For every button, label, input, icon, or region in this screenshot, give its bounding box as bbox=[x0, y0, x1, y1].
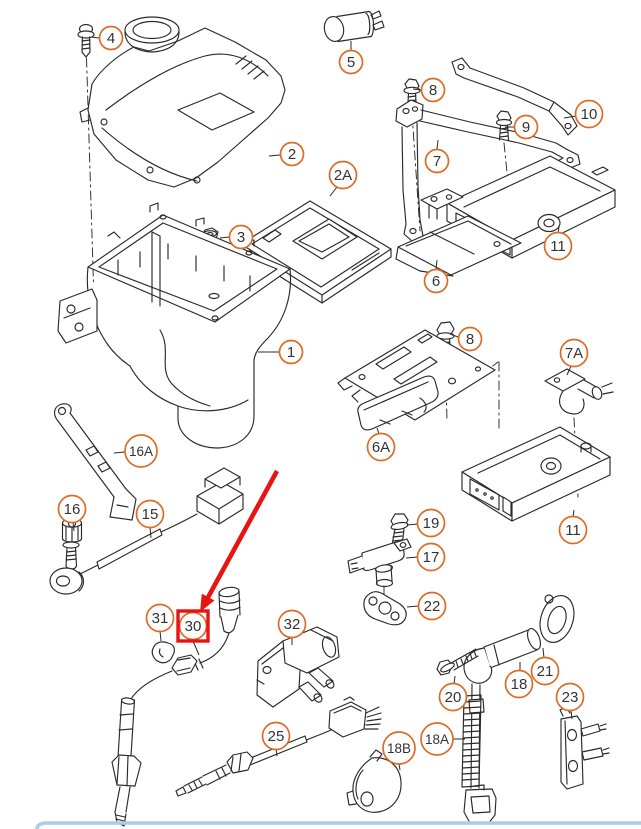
svg-text:15: 15 bbox=[142, 506, 159, 523]
svg-text:10: 10 bbox=[581, 106, 598, 123]
svg-text:7A: 7A bbox=[565, 345, 583, 362]
svg-text:2A: 2A bbox=[334, 167, 352, 184]
callout-7[interactable]: 7 bbox=[424, 139, 450, 174]
lambda-sensor-25-drawing bbox=[175, 696, 382, 797]
callout-10[interactable]: 10 bbox=[563, 99, 604, 129]
svg-text:25: 25 bbox=[268, 728, 285, 745]
callout-2[interactable]: 2 bbox=[268, 141, 305, 167]
screw-4-drawing bbox=[77, 23, 95, 58]
callout-23[interactable]: 23 bbox=[555, 682, 585, 720]
bolt-9-drawing bbox=[495, 110, 513, 141]
svg-text:11: 11 bbox=[565, 522, 581, 539]
bolt-8-top-drawing bbox=[403, 78, 421, 112]
callout-15[interactable]: 15 bbox=[135, 499, 165, 539]
svg-text:22: 22 bbox=[424, 598, 441, 615]
svg-text:31: 31 bbox=[152, 610, 169, 627]
relay-5-drawing bbox=[323, 10, 385, 43]
highlight-arrow-head bbox=[200, 593, 215, 612]
bracket-6-drawing bbox=[395, 188, 522, 277]
plate-6A-drawing bbox=[337, 329, 496, 431]
svg-text:6A: 6A bbox=[372, 439, 390, 456]
holder-18B-drawing bbox=[346, 749, 402, 813]
svg-text:4: 4 bbox=[107, 30, 115, 47]
svg-text:32: 32 bbox=[284, 616, 301, 633]
clip-31-drawing bbox=[151, 641, 175, 664]
callout-18A[interactable]: 18A bbox=[420, 722, 465, 756]
callout-19[interactable]: 19 bbox=[406, 508, 446, 538]
callout-11[interactable]: 11 bbox=[543, 226, 573, 261]
callout-18[interactable]: 18 bbox=[504, 662, 534, 699]
svg-text:20: 20 bbox=[445, 689, 462, 706]
svg-text:17: 17 bbox=[423, 549, 440, 566]
bracket-16A-drawing bbox=[53, 403, 137, 521]
bolt-19-drawing bbox=[390, 513, 409, 547]
callout-8[interactable]: 8 bbox=[449, 326, 483, 352]
callout-6[interactable]: 6 bbox=[423, 259, 449, 294]
svg-text:3: 3 bbox=[237, 229, 245, 246]
highlight-layer bbox=[176, 469, 280, 643]
bolt-20-drawing bbox=[436, 648, 479, 676]
callout-16A[interactable]: 16A bbox=[113, 434, 158, 468]
tray-2A-drawing bbox=[240, 200, 392, 304]
callout-32[interactable]: 32 bbox=[277, 609, 307, 646]
bracket-23-drawing bbox=[559, 706, 610, 790]
svg-text:8: 8 bbox=[466, 331, 474, 348]
svg-text:7: 7 bbox=[433, 153, 441, 170]
callout-7A[interactable]: 7A bbox=[559, 338, 589, 376]
callout-2A[interactable]: 2A bbox=[328, 160, 358, 197]
svg-text:18: 18 bbox=[511, 676, 528, 693]
map-sensor-32-drawing bbox=[256, 626, 340, 708]
svg-text:8: 8 bbox=[429, 82, 437, 99]
svg-text:18A: 18A bbox=[425, 732, 449, 747]
callout-17[interactable]: 17 bbox=[405, 542, 446, 572]
callout-3[interactable]: 3 bbox=[219, 224, 254, 250]
svg-text:2: 2 bbox=[288, 146, 296, 163]
svg-text:21: 21 bbox=[537, 663, 554, 680]
ecu-11-lower-drawing bbox=[461, 426, 611, 522]
strap-10-drawing bbox=[451, 57, 578, 136]
cover-2-drawing bbox=[79, 16, 286, 188]
callout-6A[interactable]: 6A bbox=[366, 427, 396, 462]
svg-text:1: 1 bbox=[287, 344, 295, 361]
cam-sensor-17-drawing bbox=[347, 538, 412, 588]
callout-11[interactable]: 11 bbox=[558, 509, 588, 545]
callout-1[interactable]: 1 bbox=[258, 339, 304, 365]
svg-text:11: 11 bbox=[550, 238, 566, 255]
highlight-box bbox=[176, 609, 210, 643]
callout-20[interactable]: 20 bbox=[438, 675, 468, 712]
svg-text:6: 6 bbox=[432, 273, 440, 290]
svg-text:5: 5 bbox=[347, 54, 355, 71]
svg-text:16: 16 bbox=[64, 501, 81, 518]
bracket-7A-drawing bbox=[544, 368, 614, 415]
callout-8[interactable]: 8 bbox=[412, 77, 446, 103]
callout-25[interactable]: 25 bbox=[261, 721, 291, 757]
sensor-15-drawing bbox=[49, 467, 244, 595]
svg-text:16A: 16A bbox=[129, 444, 153, 459]
callout-22[interactable]: 22 bbox=[406, 591, 447, 621]
svg-text:30: 30 bbox=[185, 618, 202, 635]
callout-16[interactable]: 16 bbox=[57, 494, 87, 532]
svg-text:19: 19 bbox=[423, 515, 440, 532]
callout-9[interactable]: 9 bbox=[505, 114, 539, 140]
bolt-16-drawing bbox=[61, 518, 83, 570]
svg-text:18B: 18B bbox=[387, 741, 411, 756]
panel-bottom-edge bbox=[35, 821, 641, 829]
callout-31[interactable]: 31 bbox=[145, 603, 175, 642]
gasket-22-drawing bbox=[363, 591, 407, 626]
egt-sensor-30-drawing bbox=[111, 586, 241, 827]
callout-30[interactable]: 30 bbox=[178, 611, 208, 656]
crank-sensor-18-drawing bbox=[463, 594, 575, 825]
callout-21[interactable]: 21 bbox=[530, 647, 560, 686]
callout-4[interactable]: 4 bbox=[90, 25, 124, 51]
callout-5[interactable]: 5 bbox=[338, 41, 364, 75]
svg-text:9: 9 bbox=[522, 119, 530, 136]
highlight-arrow-shaft bbox=[204, 469, 280, 601]
tube-18A-drawing bbox=[461, 694, 482, 788]
svg-text:23: 23 bbox=[562, 689, 579, 706]
callout-18B[interactable]: 18B bbox=[382, 731, 416, 771]
housing-1-drawing bbox=[57, 202, 292, 449]
